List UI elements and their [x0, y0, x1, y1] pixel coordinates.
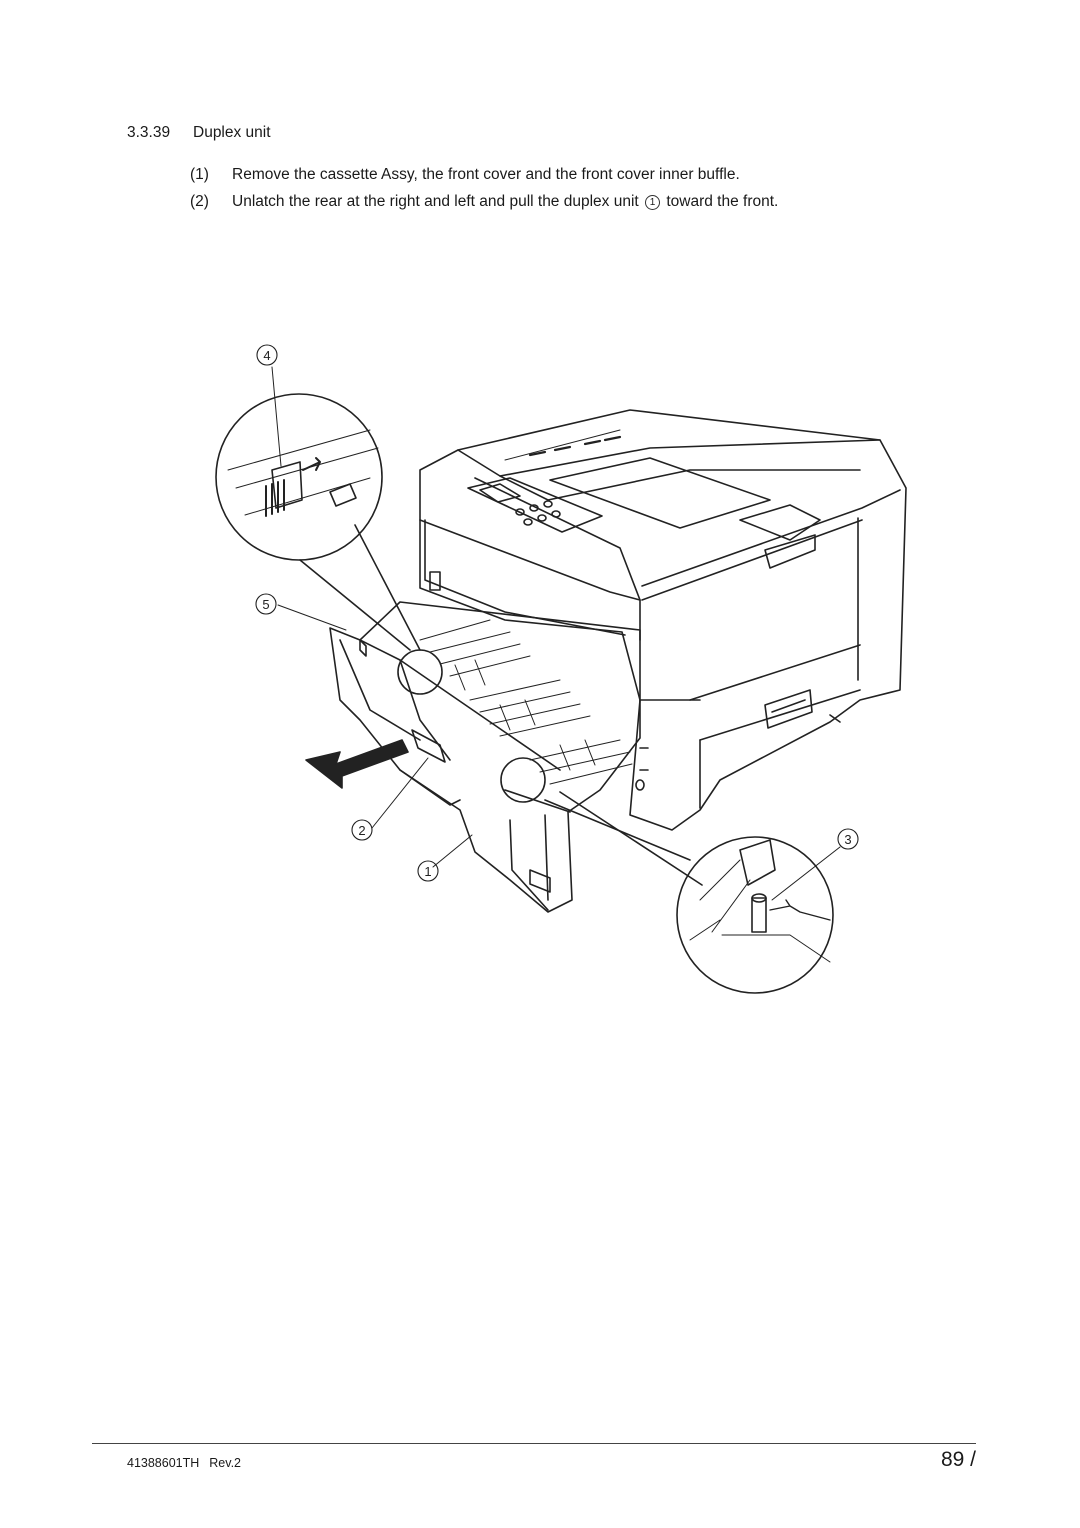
callout-label-1: 1 [424, 864, 431, 879]
pull-direction-arrow [305, 739, 409, 789]
callout-reference: 1 [645, 195, 661, 210]
footer-divider [92, 1443, 976, 1444]
callout-label-2: 2 [358, 823, 365, 838]
section-number: 3.3.39 [127, 124, 171, 141]
callout-label-4: 4 [263, 348, 270, 363]
doc-number: 41388601TH [127, 1456, 200, 1470]
detail-view-latch-right [500, 757, 834, 994]
callout-leaders [271, 366, 841, 901]
section-title: Duplex unit [193, 124, 271, 141]
page-number: 89 / [940, 1448, 976, 1471]
callout-label-5: 5 [262, 597, 269, 612]
doc-revision: Rev.2 [209, 1456, 242, 1470]
section-heading: 3.3.39 Duplex unit [127, 124, 271, 142]
detail-view-latch-left [215, 393, 443, 695]
step-text: Unlatch the rear at the right and left a… [232, 193, 778, 211]
duplex-unit-drawer [329, 601, 641, 913]
callout-label-3: 3 [844, 832, 851, 847]
step-text: Remove the cassette Assy, the front cove… [232, 166, 740, 183]
step-index: (2) [190, 193, 209, 210]
step-text-before: Unlatch the rear at the right and left a… [232, 193, 639, 210]
step-text-after: toward the front. [666, 193, 779, 210]
footer-document-id: 41388601TH Rev.2 [127, 1456, 241, 1470]
step-index: (1) [190, 166, 209, 183]
printer-body [419, 409, 907, 831]
callout-circles [255, 344, 859, 882]
